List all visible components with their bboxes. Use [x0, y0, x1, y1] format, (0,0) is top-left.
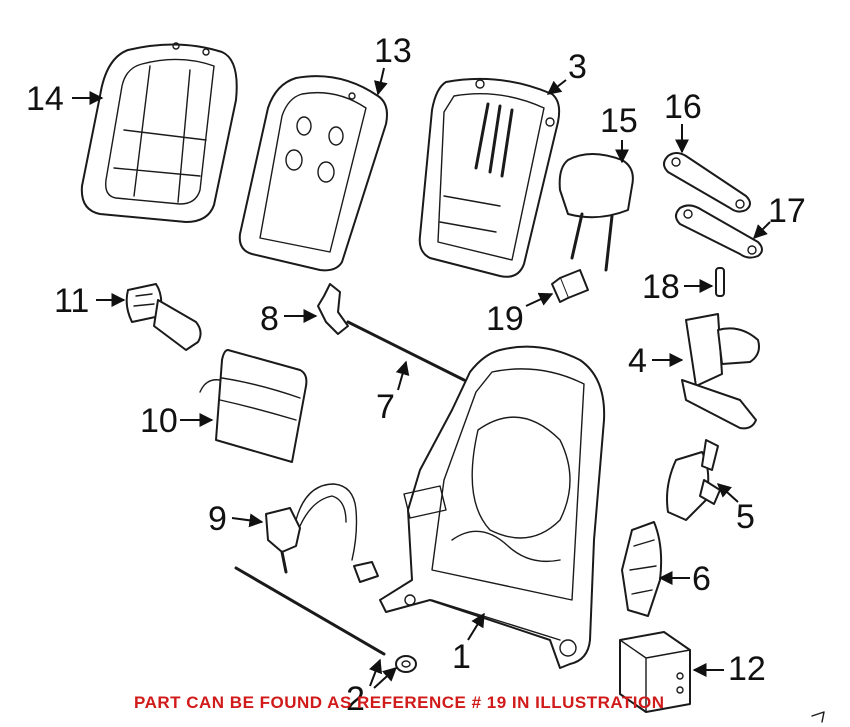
callout-12: 12	[692, 650, 766, 688]
back-panel-pocket	[199, 349, 308, 463]
callout-15: 15	[600, 102, 638, 164]
callout-18: 18	[642, 268, 714, 306]
recliner-motor	[666, 439, 721, 521]
rod-2	[234, 566, 417, 673]
svg-text:8: 8	[260, 300, 279, 338]
svg-text:1: 1	[452, 638, 471, 676]
callout-4: 4	[628, 342, 684, 380]
small-block	[551, 269, 589, 303]
svg-text:14: 14	[26, 80, 64, 118]
seat-back-panel	[238, 75, 388, 272]
seat-back-shell	[418, 77, 561, 278]
pin	[715, 267, 725, 297]
svg-text:13: 13	[374, 32, 412, 70]
svg-text:11: 11	[54, 282, 89, 320]
svg-text:3: 3	[568, 48, 587, 86]
actuator	[125, 283, 202, 351]
callout-13: 13	[374, 32, 412, 96]
plate-16	[663, 152, 751, 213]
callout-2: 2	[346, 658, 398, 718]
callout-10: 10	[140, 402, 214, 440]
wiring-harness	[265, 483, 379, 583]
callout-1: 1	[452, 612, 485, 676]
svg-text:9: 9	[208, 500, 227, 538]
rod-7	[346, 320, 466, 382]
callout-5: 5	[716, 483, 755, 536]
motor-bracket	[681, 313, 760, 430]
callout-14: 14	[26, 80, 104, 118]
seat-back-cover	[80, 42, 238, 223]
svg-text:10: 10	[140, 402, 178, 440]
svg-text:18: 18	[642, 268, 680, 306]
svg-text:15: 15	[600, 102, 638, 140]
corner-mark	[811, 711, 825, 723]
callout-8: 8	[260, 300, 318, 338]
svg-text:5: 5	[736, 498, 755, 536]
headrest	[558, 153, 634, 272]
callout-17: 17	[753, 192, 806, 239]
svg-text:2: 2	[346, 680, 365, 718]
svg-text:16: 16	[664, 88, 702, 126]
reference-note: PART CAN BE FOUND AS REFERENCE # 19 IN I…	[134, 693, 665, 712]
callout-19: 19	[486, 292, 554, 338]
callout-16: 16	[664, 88, 702, 154]
callout-7: 7	[376, 360, 410, 426]
svg-text:6: 6	[692, 560, 711, 598]
svg-text:4: 4	[628, 342, 647, 380]
callout-6: 6	[658, 560, 711, 598]
callout-11: 11	[54, 282, 126, 320]
callout-9: 9	[208, 500, 264, 538]
callout-3: 3	[546, 48, 587, 95]
svg-text:12: 12	[728, 650, 766, 688]
lever-bracket	[317, 283, 349, 335]
plate-17	[675, 204, 763, 259]
control-module	[619, 631, 691, 713]
adjust-motor	[621, 521, 663, 617]
seat-frame	[379, 345, 606, 669]
svg-text:17: 17	[768, 192, 806, 230]
svg-text:19: 19	[486, 300, 524, 338]
svg-text:7: 7	[376, 388, 395, 426]
